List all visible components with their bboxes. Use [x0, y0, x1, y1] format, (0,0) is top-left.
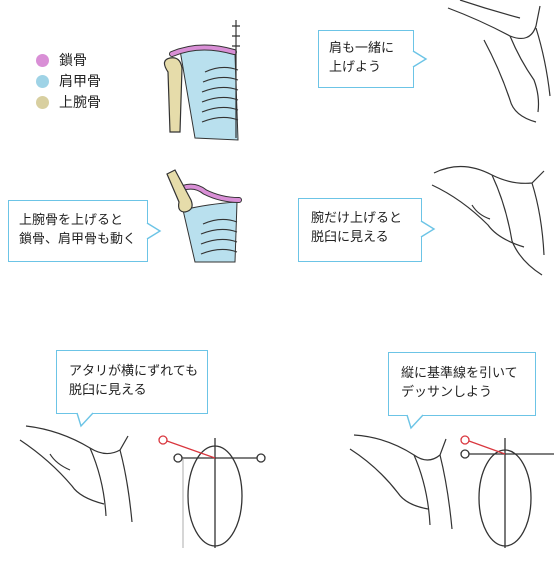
callout-tail: [145, 222, 162, 240]
callout-guideline: 縦に基準線を引いて デッサンしよう: [388, 352, 536, 430]
callout-dislocated: 腕だけ上げると 脱臼に見える: [298, 198, 436, 262]
skeleton-arm-raised-illustration: [166, 169, 242, 263]
callout-line: 肩も一緒に: [329, 41, 395, 56]
callout-line: 脱臼に見える: [69, 383, 147, 398]
callout-tail: [411, 50, 428, 68]
skeleton-arm-down-illustration: [163, 20, 240, 141]
shifted-arm-sketch: [19, 425, 133, 523]
arm-only-raised-sketch: [431, 165, 545, 276]
shoulder-raised-sketch: [447, 0, 551, 123]
legend-swatch-clavicle: [36, 53, 49, 67]
legend-item-scapula: 肩甲骨: [36, 71, 101, 91]
guideline-diagram: [460, 435, 554, 548]
guideline-arm-sketch: [349, 434, 453, 530]
legend-swatch-scapula: [36, 74, 49, 88]
legend-swatch-humerus: [36, 95, 49, 109]
legend-item-clavicle: 鎖骨: [36, 50, 87, 70]
callout-line: 上腕骨を上げると: [19, 213, 124, 228]
legend-label: 肩甲骨: [59, 74, 101, 90]
callout-tail: [406, 413, 424, 430]
legend-label: 鎖骨: [59, 53, 87, 69]
callout-tail: [419, 220, 436, 238]
callout-line: アタリが横にずれても: [69, 364, 199, 379]
legend-label: 上腕骨: [59, 95, 101, 111]
callout-humerus-moves: 上腕骨を上げると 鎖骨、肩甲骨も動く: [8, 200, 162, 262]
callout-line: 縦に基準線を引いて: [401, 366, 518, 381]
callout-shifted: アタリが横にずれても 脱臼に見える: [56, 350, 208, 428]
callout-line: デッサンしよう: [401, 385, 493, 400]
callout-line: 脱臼に見える: [311, 230, 389, 245]
callout-shoulder-raise: 肩も一緒に 上げよう: [318, 30, 428, 88]
callout-line: 鎖骨、肩甲骨も動く: [19, 232, 137, 247]
callout-line: 腕だけ上げると: [311, 211, 403, 226]
legend-item-humerus: 上腕骨: [36, 92, 101, 112]
shifted-guide-diagram: [158, 435, 266, 548]
callout-line: 上げよう: [329, 60, 382, 75]
callout-tail: [76, 411, 94, 428]
